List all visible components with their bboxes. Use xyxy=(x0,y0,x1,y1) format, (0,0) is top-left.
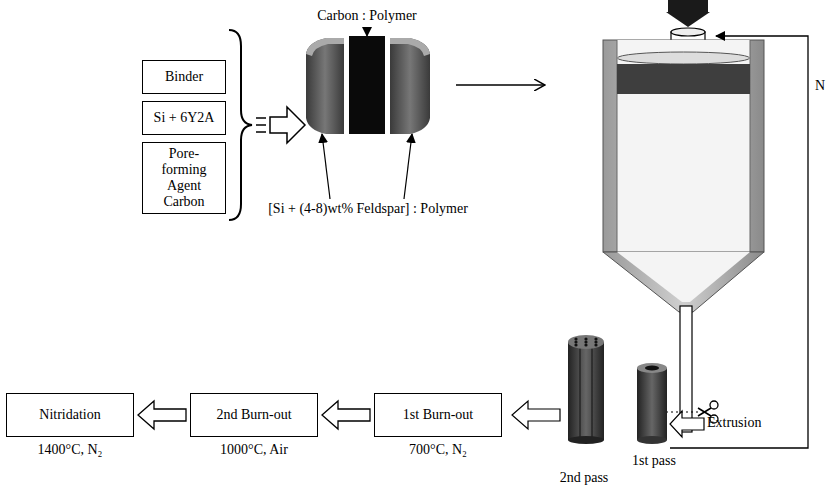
box-outline: Nitridation xyxy=(6,393,134,437)
feedstock-pieces xyxy=(306,36,430,134)
return-line xyxy=(670,36,808,448)
pass-label: N xyxy=(815,78,825,94)
part-label: Carbon : Polymer xyxy=(317,8,417,24)
extruder xyxy=(603,0,764,432)
material-box: Binder xyxy=(142,60,226,94)
pass-label: 1st pass xyxy=(632,453,676,469)
hollow-arrow xyxy=(322,401,370,429)
box-outline: Binder xyxy=(142,60,226,94)
pass-label: 2nd pass xyxy=(560,470,609,486)
process-box: Nitridation1400°C, N₂ xyxy=(6,393,134,437)
box-outline: 2nd Burn-out xyxy=(190,393,318,437)
box-outline: Si + 6Y2A xyxy=(142,101,226,135)
box-label: Binder xyxy=(165,69,203,85)
box-label: Si + 6Y2A xyxy=(154,110,215,126)
tube-bundle xyxy=(568,335,604,444)
box-outline: Pore-forming Agent Carbon xyxy=(142,142,226,214)
leader-arrow xyxy=(366,27,367,36)
hollow-arrow xyxy=(256,107,305,143)
material-box: Pore-forming Agent Carbon xyxy=(142,142,226,214)
leader-arrow xyxy=(322,134,330,199)
process-box: 2nd Burn-out1000°C, Air xyxy=(190,393,318,437)
condition-label: 700°C, N₂ xyxy=(409,442,467,458)
condition-label: 1000°C, Air xyxy=(220,442,288,458)
hollow-arrow xyxy=(138,401,186,429)
process-box: 1st Burn-out700°C, N₂ xyxy=(374,393,502,437)
condition-label: 1400°C, N₂ xyxy=(38,442,103,458)
box-label: Nitridation xyxy=(39,407,100,423)
box-outline: 1st Burn-out xyxy=(374,393,502,437)
box-label: Pore-forming Agent Carbon xyxy=(147,146,221,210)
step-label: Extrusion xyxy=(707,415,761,431)
leader-arrow xyxy=(404,134,412,199)
single-tube xyxy=(637,363,667,444)
hollow-arrow xyxy=(512,401,560,429)
material-box: Si + 6Y2A xyxy=(142,101,226,135)
box-label: 1st Burn-out xyxy=(403,407,473,423)
hollow-arrow xyxy=(670,411,704,437)
flow-arrow xyxy=(456,84,545,86)
box-label: 2nd Burn-out xyxy=(216,407,291,423)
curly-brace xyxy=(229,30,252,220)
part-label: [Si + (4-8)wt% Feldspar] : Polymer xyxy=(268,201,468,217)
